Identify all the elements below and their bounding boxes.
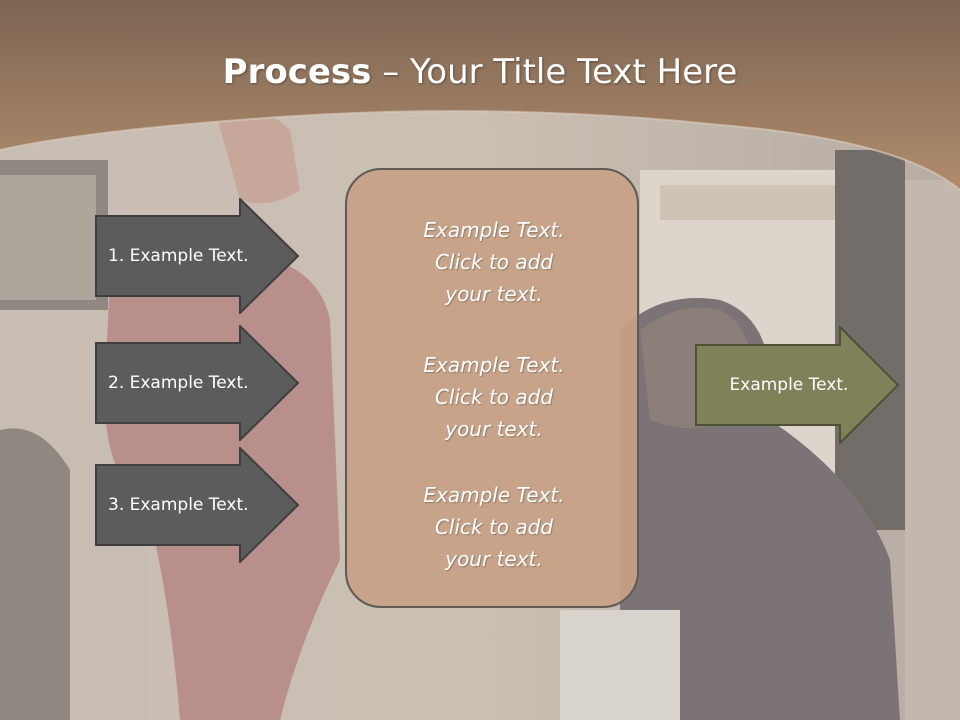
center-block-3-line-1: Example Text. <box>423 483 565 507</box>
arrow-shape <box>95 198 300 314</box>
center-block-3: Example Text. Click to add your text. <box>347 479 641 575</box>
arrow-shape <box>95 447 300 563</box>
left-arrow-2[interactable]: 2. Example Text. <box>95 325 300 441</box>
center-block-2-line-3: your text. <box>445 417 543 441</box>
right-arrow-label: Example Text. <box>729 375 849 395</box>
center-block-3-line-2: Click to add <box>434 515 554 539</box>
center-block-1-line-1: Example Text. <box>423 218 565 242</box>
center-block-2-line-2: Click to add <box>434 385 554 409</box>
left-arrow-1[interactable]: 1. Example Text. <box>95 198 300 314</box>
center-block-1: Example Text. Click to add your text. <box>347 214 641 310</box>
center-block-3-line-3: your text. <box>445 547 543 571</box>
left-arrow-label-2: 2. Example Text. <box>108 373 249 393</box>
right-arrow[interactable]: Example Text. <box>695 326 900 444</box>
slide-title[interactable]: Process – Your Title Text Here <box>0 52 960 92</box>
title-rest: Your Title Text Here <box>410 52 738 92</box>
center-block-2: Example Text. Click to add your text. <box>347 349 641 445</box>
center-text-box[interactable]: Example Text. Click to add your text. Ex… <box>345 168 639 608</box>
title-bold: Process <box>222 52 372 92</box>
center-block-1-line-3: your text. <box>445 282 543 306</box>
left-arrow-3[interactable]: 3. Example Text. <box>95 447 300 563</box>
left-arrow-label-3: 3. Example Text. <box>108 495 249 515</box>
left-arrow-label-1: 1. Example Text. <box>108 246 249 266</box>
arrow-shape <box>95 325 300 441</box>
arrow-shape <box>695 326 900 444</box>
center-block-2-line-1: Example Text. <box>423 353 565 377</box>
center-block-1-line-2: Click to add <box>434 250 554 274</box>
title-separator: – <box>371 52 411 92</box>
